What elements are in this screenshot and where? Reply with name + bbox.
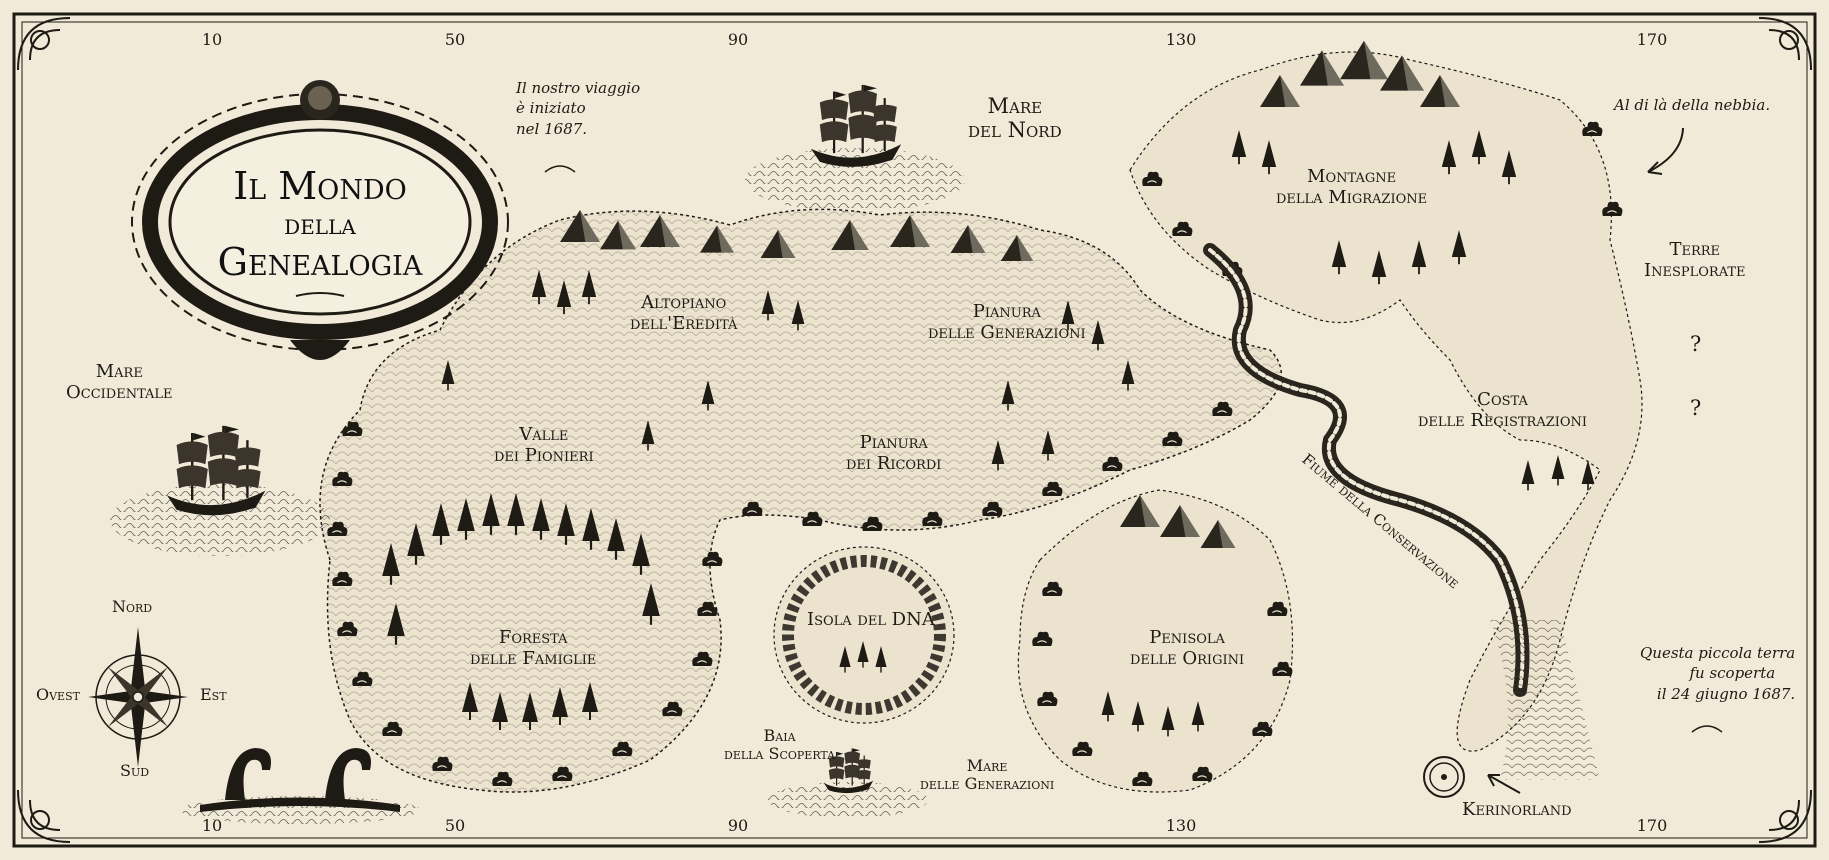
sea-label-line: del Nord bbox=[968, 118, 1062, 143]
region-label-line: delle Famiglie bbox=[470, 647, 597, 669]
region-label-line: delle Generazioni bbox=[928, 321, 1086, 343]
title-line-3: Genealogia bbox=[217, 240, 423, 284]
note-journey-line: nel 1687. bbox=[516, 119, 588, 138]
place-kerinorland-label: Kerinorland bbox=[1462, 799, 1572, 820]
region-foresta-label: Foresta delle Famiglie bbox=[470, 627, 597, 669]
note-discovery-line: fu scoperta bbox=[1689, 664, 1776, 683]
grid-tick-top: 50 bbox=[444, 30, 466, 49]
region-pianura-generazioni-label: Pianura delle Generazioni bbox=[928, 301, 1086, 343]
dna-island bbox=[773, 546, 955, 724]
sea-nord-label: Mare del Nord bbox=[968, 94, 1062, 142]
sea-label-line: Mare bbox=[966, 756, 1008, 775]
note-journey: Il nostro viaggio è iniziato nel 1687. bbox=[516, 78, 640, 139]
grid-tick-bottom: 170 bbox=[1636, 816, 1668, 835]
grid-tick-bottom: 130 bbox=[1165, 816, 1197, 835]
compass-west-label: Ovest bbox=[36, 685, 80, 704]
title-block: Il Mondo della Genealogia bbox=[170, 160, 470, 290]
region-label-line: Costa bbox=[1477, 389, 1528, 410]
grid-tick-bottom: 50 bbox=[444, 816, 466, 835]
unknown-mark: ? bbox=[1690, 332, 1702, 356]
sea-label-line: Inesplorate bbox=[1644, 259, 1746, 281]
note-discovery: Questa piccola terra fu scoperta il 24 g… bbox=[1640, 643, 1795, 704]
sea-occidentale-label: Mare Occidentale bbox=[66, 361, 173, 403]
region-label-line: Foresta bbox=[498, 627, 568, 648]
compass-rose-icon bbox=[88, 627, 188, 767]
compass-east-label: Est bbox=[200, 685, 227, 704]
title-line-2: della bbox=[284, 208, 356, 241]
terre-inesplorate-label: Terre Inesplorate bbox=[1644, 239, 1746, 281]
grid-tick-bottom: 10 bbox=[201, 816, 223, 835]
note-discovery-line: il 24 giugno 1687. bbox=[1656, 684, 1796, 703]
region-label-line: dei Ricordi bbox=[846, 452, 942, 474]
region-isola-label: Isola del DNA bbox=[807, 609, 935, 630]
sea-label-line: della Scoperta bbox=[724, 744, 836, 764]
kerinorland-arrow-icon bbox=[1487, 774, 1521, 794]
region-label-line: dell'Eredità bbox=[630, 312, 738, 334]
region-montagne-label: Montagne della Migrazione bbox=[1276, 166, 1428, 208]
region-label-line: Altopiano bbox=[641, 292, 727, 313]
note-discovery-line: Questa piccola terra bbox=[1640, 644, 1796, 662]
note-fog: Al di là della nebbia. bbox=[1614, 96, 1771, 114]
region-costa-label: Costa delle Registrazioni bbox=[1418, 389, 1588, 431]
sea-label-line: Terre bbox=[1669, 239, 1721, 260]
peninsula-origins bbox=[1017, 489, 1294, 793]
note-journey-line: Il nostro viaggio bbox=[516, 79, 641, 97]
kerinorland-marker-icon bbox=[1423, 756, 1465, 798]
region-valle-label: Valle dei Pionieri bbox=[494, 424, 594, 466]
sea-baia-label: Baia della Scoperta bbox=[724, 726, 836, 764]
region-label-line: Pianura bbox=[859, 432, 928, 453]
sea-label-line: Mare bbox=[987, 94, 1043, 118]
fog-arrow-icon bbox=[1647, 127, 1684, 173]
title-cartouche bbox=[131, 80, 509, 360]
grid-tick-top: 170 bbox=[1636, 30, 1668, 49]
sea-serpent-icon bbox=[200, 748, 400, 812]
region-label-line: Pianura bbox=[972, 301, 1041, 322]
main-continent bbox=[319, 208, 1282, 793]
region-label-line: Penisola bbox=[1149, 627, 1225, 648]
region-penisola-label: Penisola delle Origini bbox=[1130, 627, 1245, 669]
sea-generazioni-label: Mare delle Generazioni bbox=[920, 756, 1055, 794]
compass-south-label: Sud bbox=[120, 761, 150, 780]
grid-tick-top: 10 bbox=[201, 30, 223, 49]
grid-tick-bottom: 90 bbox=[727, 816, 749, 835]
grid-tick-top: 90 bbox=[727, 30, 749, 49]
region-pianura-ricordi-label: Pianura dei Ricordi bbox=[846, 432, 942, 474]
region-label-line: dei Pionieri bbox=[494, 444, 594, 466]
region-label-line: delle Origini bbox=[1130, 647, 1245, 669]
region-altopiano-label: Altopiano dell'Eredità bbox=[630, 292, 738, 334]
sea-label-line: Mare bbox=[95, 361, 143, 382]
region-label-line: Montagne bbox=[1307, 166, 1397, 187]
sea-label-line: Baia bbox=[763, 726, 796, 745]
note-journey-line: è iniziato bbox=[516, 99, 586, 118]
sea-label-line: Occidentale bbox=[66, 381, 173, 403]
title-line-1: Il Mondo bbox=[233, 164, 407, 208]
region-label-line: della Migrazione bbox=[1276, 186, 1428, 208]
compass-north-label: Nord bbox=[112, 597, 153, 616]
corner-ornament-icon bbox=[17, 17, 1812, 843]
grid-tick-top: 130 bbox=[1165, 30, 1197, 49]
sea-label-line: delle Generazioni bbox=[920, 774, 1055, 794]
map-border bbox=[12, 12, 1817, 848]
region-label-line: delle Registrazioni bbox=[1418, 409, 1588, 431]
northeast-landmass bbox=[1129, 40, 1643, 752]
unknown-mark: ? bbox=[1690, 396, 1702, 420]
region-label-line: Valle bbox=[519, 424, 569, 445]
